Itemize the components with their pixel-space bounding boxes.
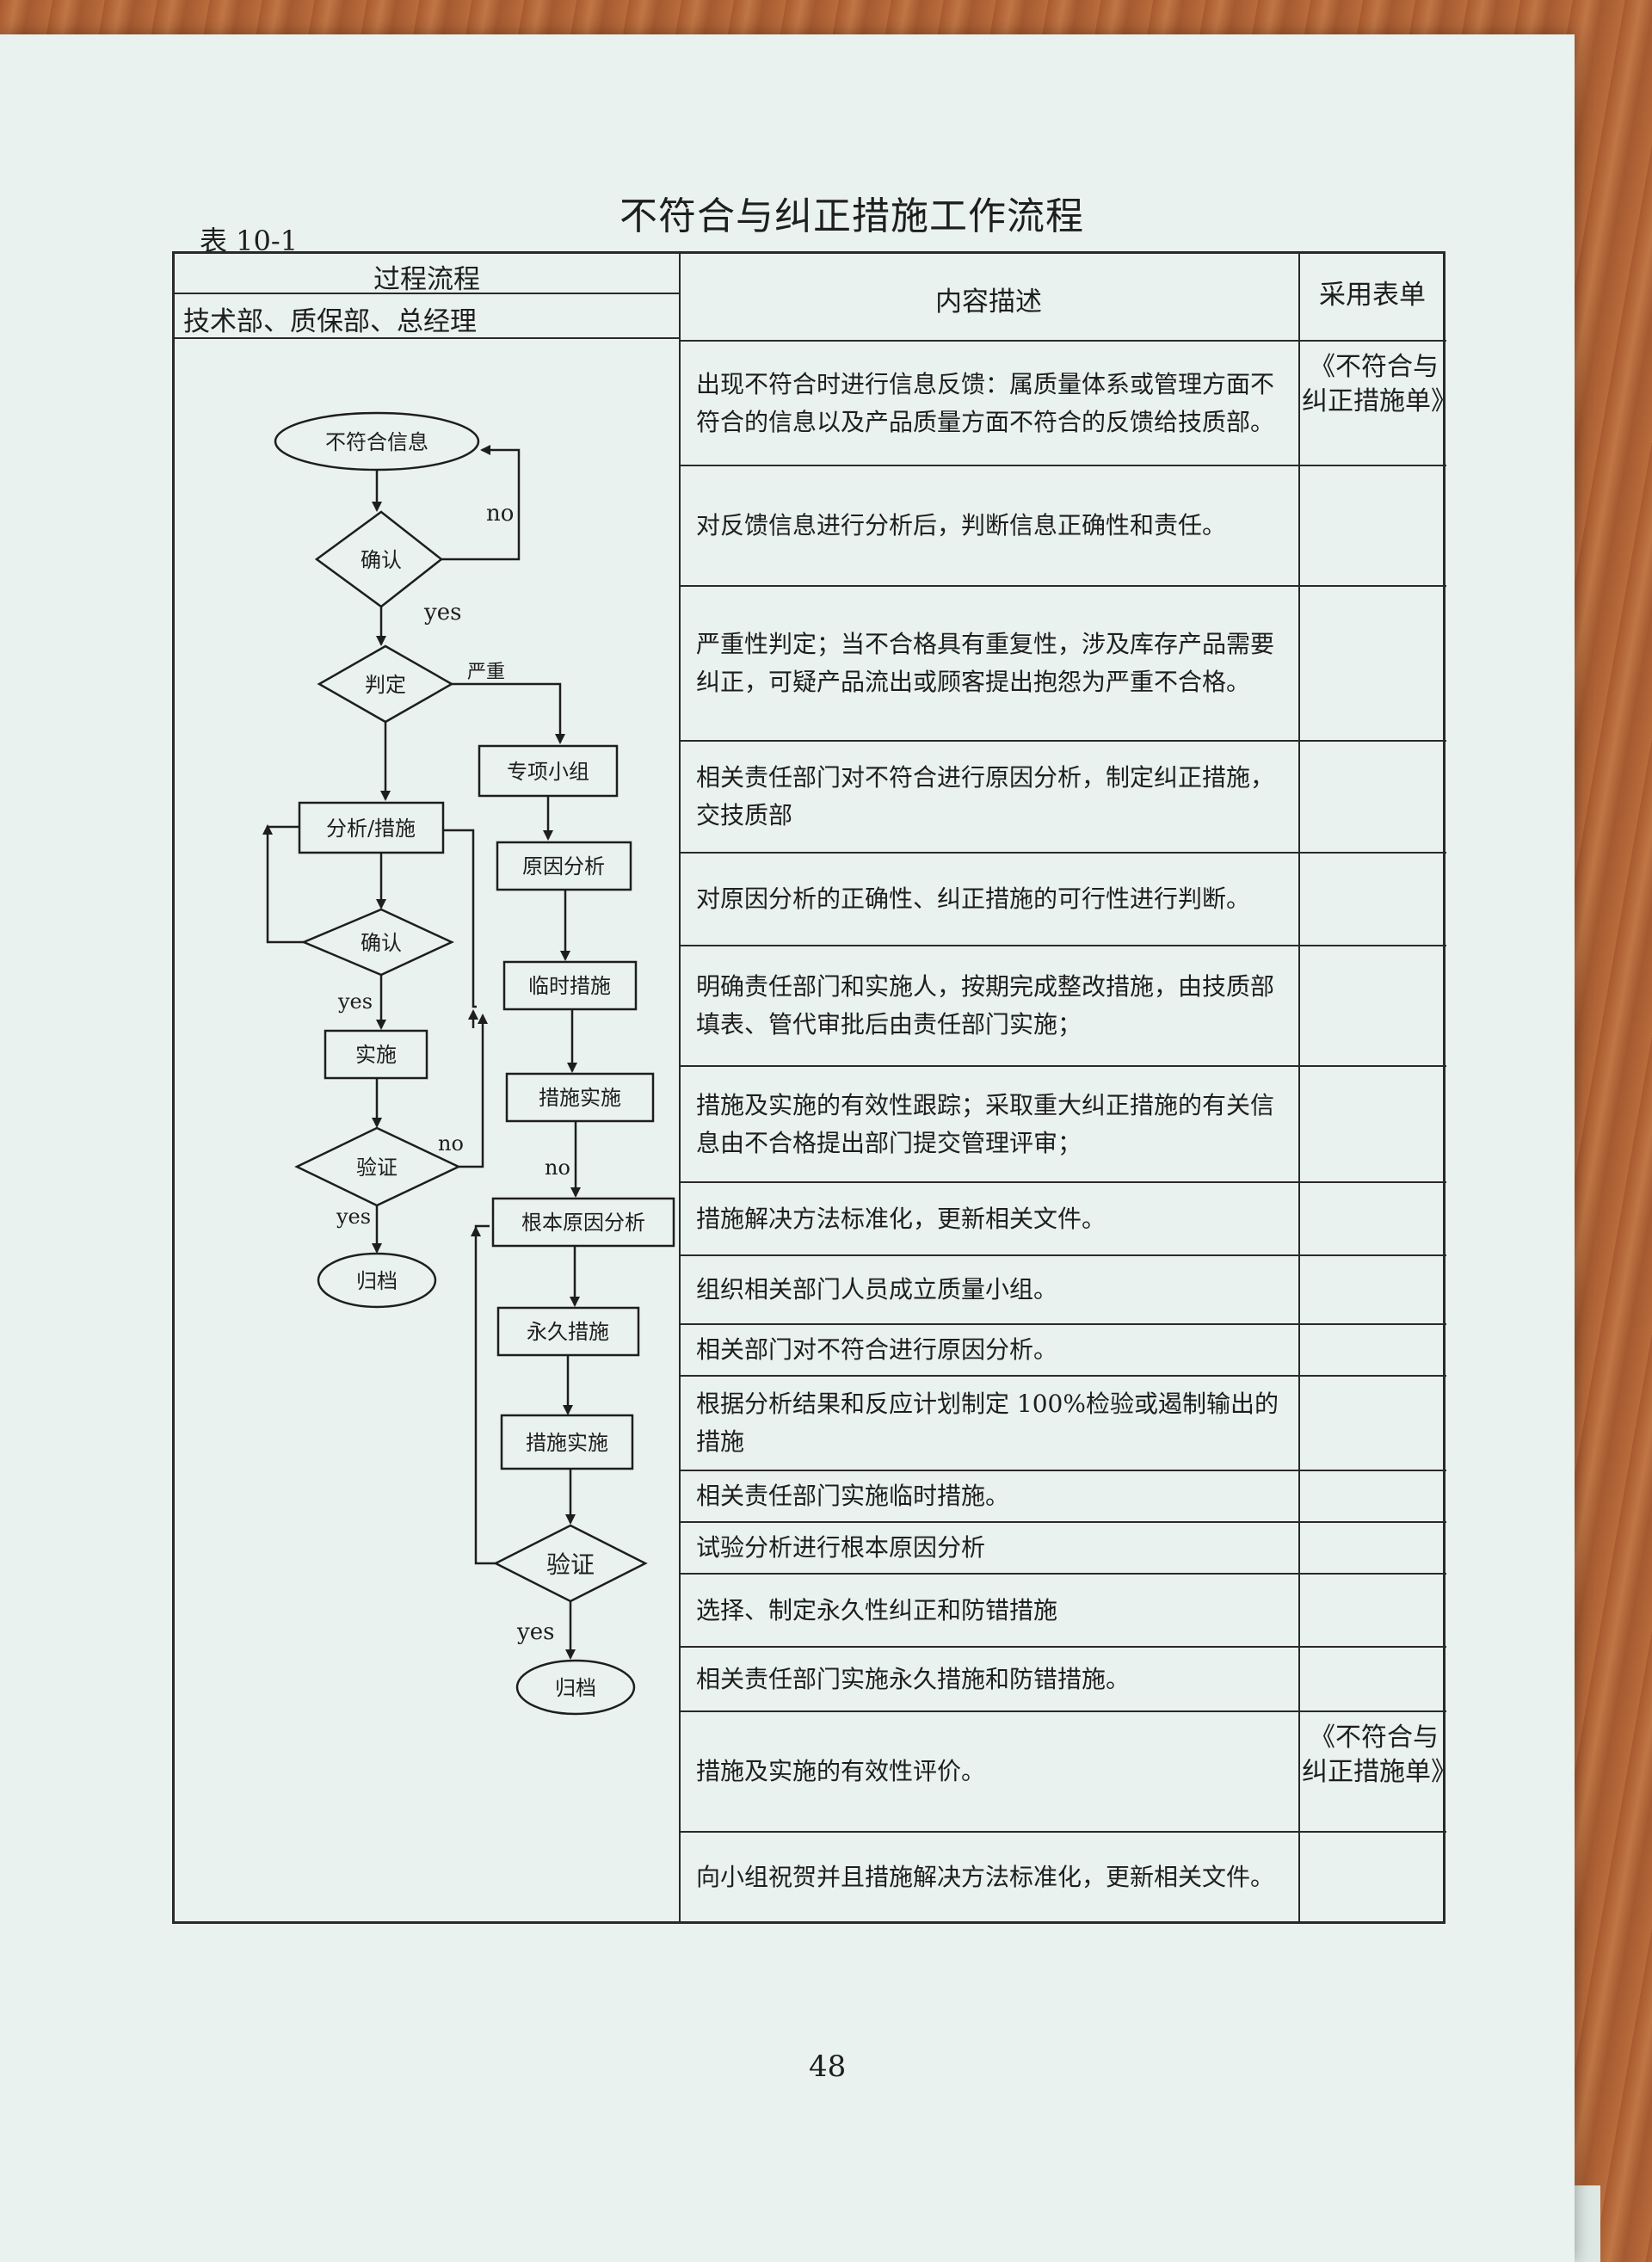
process-flowchart: 不符合信息 确认 判定 严重 专项小组 分析/措施 原因分析 确认 临时措施 实…: [262, 411, 675, 1716]
flow-temp-measure-label: 临时措施: [528, 974, 611, 998]
archive2-ellipse: [515, 1659, 636, 1716]
document-page: [0, 34, 1575, 2262]
measure-impl1-box: [505, 1072, 655, 1123]
header-departments: 技术部、质保部、总经理: [183, 306, 477, 337]
description-row: 根据分析结果和反应计划制定 100%检验或遏制输出的措施: [696, 1390, 1279, 1456]
flow-yes-label: yes: [423, 600, 461, 626]
row-sep: [679, 1573, 1446, 1575]
row-sep: [679, 1323, 1446, 1325]
flow-yes-label: yes: [516, 1619, 554, 1645]
flow-measure-impl1-label: 措施实施: [539, 1086, 621, 1110]
flow-verify1-label: 验证: [356, 1156, 398, 1180]
flow-yes-label: yes: [336, 1205, 371, 1229]
row-sep: [679, 585, 1446, 587]
row-sep: [679, 852, 1446, 854]
flow-analysis-label: 分析/措施: [326, 817, 416, 841]
temp-measure-box: [502, 960, 638, 1011]
header-content-description: 内容描述: [935, 287, 1042, 317]
procedure-table: 过程流程 技术部、质保部、总经理 内容描述 采用表单 出现不符合时进行信息反馈：…: [172, 251, 1457, 1924]
row-sep: [679, 1646, 1446, 1648]
description-row: 相关部门对不符合进行原因分析。: [696, 1335, 1058, 1364]
flow-root-cause-label: 根本原因分析: [521, 1211, 645, 1235]
flow-no-label: no: [438, 1131, 464, 1156]
archive1-ellipse: [317, 1252, 437, 1309]
description-row: 组织相关部门人员成立质量小组。: [696, 1275, 1058, 1304]
description-row: 相关责任部门对不符合进行原因分析，制定纠正措施，交技质部: [696, 763, 1275, 829]
flow-info-label: 不符合信息: [325, 430, 428, 454]
header-divider-bottom: [175, 337, 679, 339]
page-title: 不符合与纠正措施工作流程: [620, 194, 1084, 238]
flow-confirm2-label: 确认: [361, 931, 402, 955]
root-cause-box: [491, 1197, 675, 1248]
flow-judge-label: 判定: [365, 673, 406, 697]
header-forms-used: 采用表单: [1319, 280, 1426, 311]
row-sep: [679, 945, 1446, 946]
description-row: 措施解决方法标准化，更新相关文件。: [696, 1204, 1106, 1233]
row-sep: [679, 1521, 1446, 1523]
col-divider-flow: [679, 254, 681, 1921]
row-sep: [679, 1181, 1446, 1183]
description-row: 相关责任部门实施临时措施。: [696, 1482, 1010, 1510]
flow-confirm1-label: 确认: [361, 548, 402, 572]
col-divider-forms: [1298, 254, 1300, 1921]
flow-serious-label: 严重: [467, 662, 505, 683]
measure-impl2-box: [500, 1414, 634, 1470]
header-divider-flow: [175, 293, 679, 294]
description-row: 试验分析进行根本原因分析: [696, 1533, 986, 1562]
row-sep: [679, 1375, 1446, 1377]
row-sep: [679, 740, 1446, 742]
header-divider-right: [679, 340, 1446, 342]
flow-archive1-label: 归档: [356, 1269, 398, 1293]
flow-cause-analysis-label: 原因分析: [522, 854, 605, 878]
flow-measure-impl2-label: 措施实施: [526, 1431, 608, 1455]
flow-implement-label: 实施: [355, 1043, 397, 1067]
description-row: 措施及实施的有效性跟踪；采取重大纠正措施的有关信息由不合格提出部门提交管理评审；: [696, 1090, 1275, 1157]
flow-no-label: no: [545, 1156, 570, 1180]
description-row: 出现不符合时进行信息反馈：属质量体系或管理方面不符合的信息以及产品质量方面不符合…: [696, 369, 1275, 436]
row-sep: [679, 1470, 1446, 1471]
description-row: 选择、制定永久性纠正和防错措施: [696, 1595, 1058, 1624]
row-sep: [679, 1831, 1446, 1833]
description-row: 对反馈信息进行分析后，判断信息正确性和责任。: [696, 511, 1227, 539]
row-sep: [679, 1254, 1446, 1256]
row-sep: [679, 465, 1446, 466]
header-process-flow: 过程流程: [373, 264, 480, 295]
description-row: 明确责任部门和实施人，按期完成整改措施，由技质部填表、管代审批后由责任部门实施；: [696, 972, 1275, 1039]
description-row: 措施及实施的有效性评价。: [696, 1757, 986, 1785]
description-row: 向小组祝贺并且措施解决方法标准化，更新相关文件。: [696, 1862, 1275, 1891]
row-sep: [679, 1065, 1446, 1067]
flow-yes-label: yes: [337, 989, 373, 1014]
flow-archive2-label: 归档: [555, 1676, 596, 1700]
description-row: 相关责任部门实施永久措施和防错措施。: [696, 1664, 1131, 1693]
page-number: 48: [809, 2049, 847, 2084]
flow-task-team-label: 专项小组: [507, 760, 589, 784]
form-reference: 《不符合与纠正措施单》: [1302, 1723, 1457, 1787]
flow-no-label: no: [486, 501, 514, 527]
flow-permanent-label: 永久措施: [527, 1320, 609, 1344]
description-row: 对原因分析的正确性、纠正措施的可行性进行判断。: [696, 884, 1251, 913]
row-sep: [679, 1710, 1446, 1712]
description-row: 严重性判定；当不合格具有重复性，涉及库存产品需要纠正，可疑产品流出或顾客提出抱怨…: [696, 630, 1275, 696]
form-reference: 《不符合与纠正措施单》: [1302, 352, 1457, 416]
cause-analysis-box: [496, 841, 632, 891]
flow-verify2-label: 验证: [546, 1550, 595, 1579]
